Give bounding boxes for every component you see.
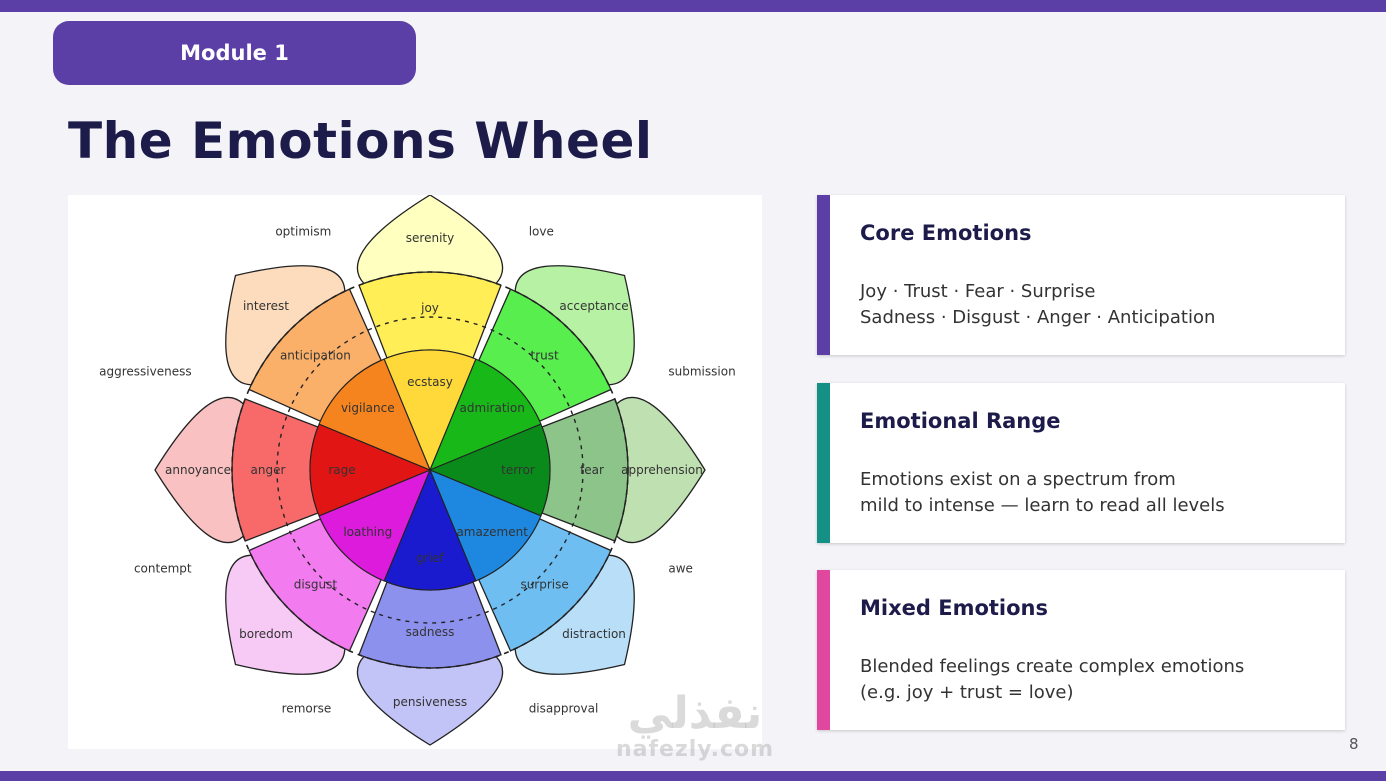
card-line: Sadness · Disgust · Anger · Anticipation [860, 307, 1216, 328]
petal-core [318, 468, 432, 582]
card-line: Emotions exist on a spectrum from [860, 469, 1176, 490]
petal-joy [356, 195, 504, 472]
module-badge: Module 1 [53, 21, 416, 85]
emotion-label-vigilance: vigilance [341, 401, 395, 415]
emotion-label-rage: rage [328, 463, 355, 477]
petal-trust [428, 265, 635, 472]
petal-surprise [428, 468, 635, 675]
card-line: Joy · Trust · Fear · Surprise [860, 281, 1096, 302]
page-number: 8 [1349, 735, 1359, 753]
petal-anticipation [225, 265, 432, 472]
petal-anger [154, 396, 432, 544]
petal-sadness [356, 468, 504, 746]
card-title: Mixed Emotions [860, 596, 1048, 620]
card-title: Emotional Range [860, 409, 1061, 433]
petal-disgust [225, 468, 432, 675]
emotion-label-amazement: amazement [456, 525, 528, 539]
dyad-label-love: love [529, 225, 554, 239]
emotion-label-ecstasy: ecstasy [407, 375, 453, 389]
petal-middle-band [358, 271, 502, 359]
emotion-label-surprise: surprise [520, 578, 568, 592]
card-line: Blended feelings create complex emotions [860, 656, 1245, 677]
emotion-label-boredom: boredom [239, 627, 293, 641]
page-title: The Emotions Wheel [68, 112, 653, 170]
inner-dashed-circle [276, 316, 584, 624]
dyad-label-remorse: remorse [282, 701, 332, 715]
dyad-label-aggressiveness: aggressiveness [99, 364, 191, 378]
outer-dashed-circle [231, 271, 629, 669]
emotion-label-annoyance: annoyance [165, 463, 231, 477]
card-accent [817, 195, 830, 355]
petal-core [428, 423, 551, 517]
petal-core [428, 468, 542, 582]
watermark-arabic: نفذلي [627, 688, 763, 739]
emotion-label-sadness: sadness [406, 625, 455, 639]
card-accent [817, 383, 830, 543]
petal-fear [428, 396, 706, 544]
emotion-label-distraction: distraction [562, 627, 626, 641]
card-body: Joy · Trust · Fear · Surprise Sadness · … [860, 279, 1320, 331]
petal-core [383, 349, 477, 472]
emotion-label-trust: trust [530, 348, 558, 362]
emotion-label-serenity: serenity [406, 231, 454, 245]
card-core-emotions: Core Emotions Joy · Trust · Fear · Surpr… [817, 195, 1345, 355]
watermark-logo: نفذلي nafezly.com [605, 690, 785, 762]
emotion-wheel-image: serenity joy ecstasy acceptance trust admirat… [68, 195, 762, 749]
emotion-label-pensiveness: pensiveness [393, 695, 467, 709]
card-line: (e.g. joy + trust = love) [860, 682, 1074, 703]
petal-core [309, 423, 432, 517]
emotion-label-anticipation: anticipation [280, 348, 351, 362]
dyad-label-contempt: contempt [134, 562, 192, 576]
dyad-label-optimism: optimism [275, 225, 331, 239]
emotion-wheel-diagram: serenity joy ecstasy acceptance trust admirat… [99, 195, 736, 746]
card-body: Blended feelings create complex emotions… [860, 654, 1320, 706]
emotion-label-anger: anger [251, 463, 286, 477]
card-mixed-emotions: Mixed Emotions Blended feelings create c… [817, 570, 1345, 730]
card-body: Emotions exist on a spectrum from mild t… [860, 467, 1320, 519]
emotion-label-grief: grief [416, 551, 444, 565]
dyad-label-submission: submission [668, 364, 735, 378]
dyad-label-awe: awe [668, 562, 693, 576]
card-title: Core Emotions [860, 221, 1032, 245]
watermark-latin: nafezly.com [615, 737, 775, 762]
emotion-label-apprehension: apprehension [621, 463, 703, 477]
petal-core [383, 468, 477, 591]
emotion-label-interest: interest [243, 299, 289, 313]
emotion-label-fear: fear [580, 463, 604, 477]
emotion-label-admiration: admiration [460, 401, 525, 415]
petal-core [318, 358, 432, 472]
emotion-label-terror: terror [501, 463, 535, 477]
card-line: mild to intense — learn to read all leve… [860, 495, 1225, 516]
emotion-label-loathing: loathing [343, 525, 392, 539]
card-accent [817, 570, 830, 730]
emotion-label-joy: joy [420, 301, 439, 315]
petal-core [428, 358, 542, 472]
top-accent-bar [0, 0, 1386, 12]
emotion-label-acceptance: acceptance [559, 299, 628, 313]
emotion-label-disgust: disgust [294, 578, 338, 592]
dyad-label-disapproval: disapproval [529, 701, 599, 715]
bottom-accent-bar [0, 771, 1386, 781]
card-emotional-range: Emotional Range Emotions exist on a spec… [817, 383, 1345, 543]
